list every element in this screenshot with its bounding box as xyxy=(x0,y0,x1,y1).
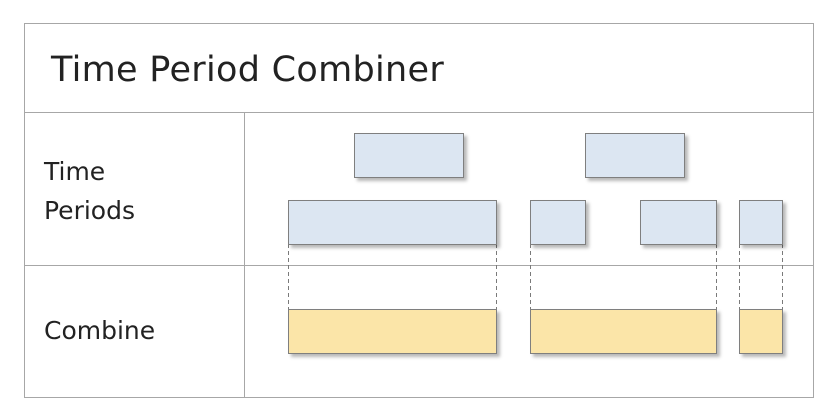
label-column-divider xyxy=(244,112,245,397)
combined-bar-3 xyxy=(739,309,783,354)
combine-label: Combine xyxy=(44,316,156,345)
combined-bar-2 xyxy=(530,309,717,354)
period-bar-upper-1 xyxy=(354,133,464,178)
time-periods-label-line1: Time xyxy=(44,157,106,186)
combined-bar-1 xyxy=(288,309,497,354)
row-divider xyxy=(25,265,813,266)
period-bar-lower-4 xyxy=(739,200,783,245)
diagram-title: Time Period Combiner xyxy=(51,50,445,90)
title-divider xyxy=(25,112,813,113)
period-bar-lower-3 xyxy=(640,200,717,245)
period-bar-upper-2 xyxy=(585,133,685,178)
time-period-bars xyxy=(288,133,783,245)
dashed-guides xyxy=(288,244,783,310)
time-periods-label-line2: Periods xyxy=(44,196,135,225)
period-bar-lower-2 xyxy=(530,200,586,245)
period-bar-lower-1 xyxy=(288,200,497,245)
combined-bars xyxy=(288,309,783,354)
